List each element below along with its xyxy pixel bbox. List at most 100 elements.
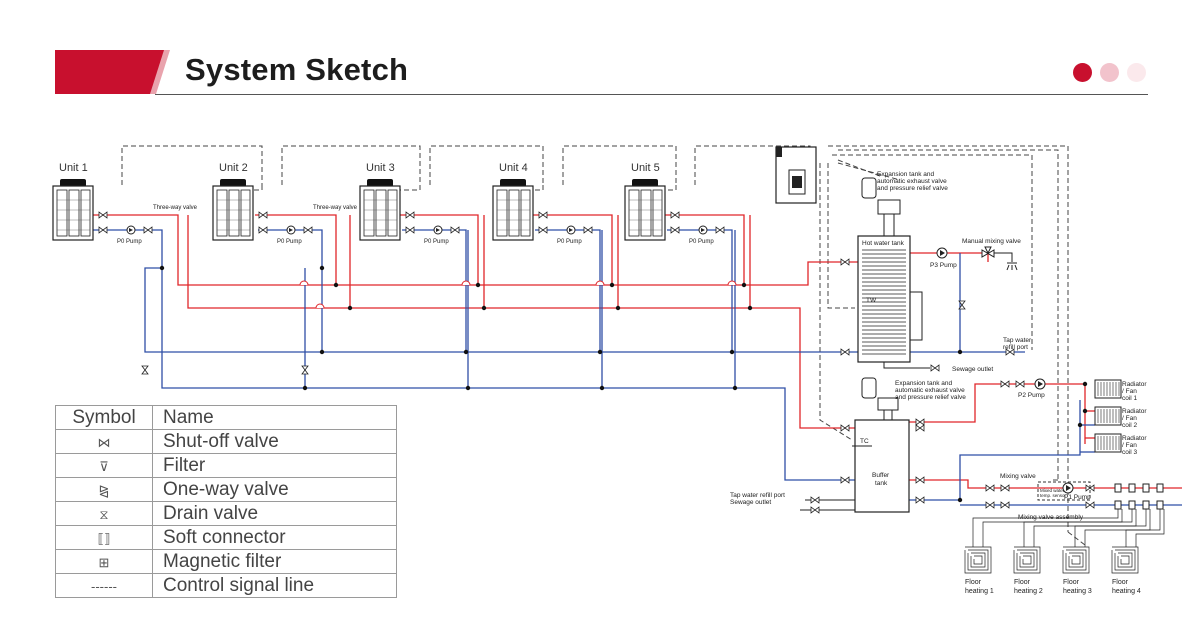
floor-heating-label-1-2: heating 1 <box>965 588 994 595</box>
shower-line <box>994 252 1013 262</box>
manifold-port-top <box>1142 483 1150 493</box>
hot-branch-unit3 <box>400 214 479 285</box>
buffer-refill-label-1: Tap water refill port <box>730 492 785 499</box>
p0-pump-icon <box>126 225 136 235</box>
floor-heating-label-2-1: Floor <box>1014 579 1031 586</box>
shut-off-valve-icon <box>143 226 153 234</box>
unit-label-1: Unit 1 <box>59 162 88 174</box>
p2-pump-label: P2 Pump <box>1018 392 1045 399</box>
legend-row: ⧖Drain valve <box>55 501 397 526</box>
legend-name-cell: Soft connector <box>152 525 397 550</box>
header-banner <box>55 50 165 94</box>
shut-off-valve-icon <box>1015 380 1025 388</box>
sewage-outlet-label: Sewage outlet <box>952 366 993 373</box>
shut-off-valve-icon <box>915 496 925 504</box>
legend-symbol-cell: ------ <box>55 573 153 598</box>
legend-symbol-cell: ⧖ <box>55 501 153 526</box>
legend-header-name: Name <box>152 405 397 430</box>
shut-off-valve-icon <box>670 211 680 219</box>
legend-row: ⊽Filter <box>55 453 397 478</box>
unit-label-3: Unit 3 <box>366 162 395 174</box>
hot-branch-unit5 <box>664 214 745 285</box>
manual-mixing-valve-icon <box>981 246 995 258</box>
tw-sensor-label: TW <box>866 297 877 304</box>
expansion-mid-label-3: and pressure relief valve <box>895 394 966 401</box>
floor-heating-label-1-1: Floor <box>965 579 982 586</box>
expansion-top-label-1: Expansion tank and <box>877 171 934 178</box>
hot-p3-loop <box>908 252 989 262</box>
p0-pump-icon <box>286 225 296 235</box>
manual-mixing-valve-label: Manual mixing valve <box>962 238 1021 245</box>
signal-line-tc <box>819 163 853 441</box>
shut-off-valve-icon <box>1000 380 1010 388</box>
legend-name-cell: Control signal line <box>152 573 397 598</box>
shut-off-valve-icon <box>810 506 820 514</box>
shut-off-valve-icon <box>985 501 995 509</box>
p0-pump-icon <box>433 225 443 235</box>
legend-name-cell: Drain valve <box>152 501 397 526</box>
pager-dot-3 <box>1127 63 1146 82</box>
expansion-top-label-2: automatic exhaust valve <box>877 178 947 185</box>
legend-row: ⧎One-way valve <box>55 477 397 502</box>
legend-row: ⋈Shut-off valve <box>55 429 397 454</box>
page-title: System Sketch <box>185 52 409 87</box>
hot-p2-supply <box>908 383 1085 423</box>
manifold-port-top <box>1128 483 1136 493</box>
shut-off-valve-icon <box>1085 501 1095 509</box>
shut-off-valve-icon <box>715 226 725 234</box>
legend-header-row: Symbol Name <box>55 405 397 430</box>
hot-main-lower <box>187 215 855 429</box>
signal-line-unit3 <box>429 145 544 185</box>
radiator-label-1-3: coil 1 <box>1122 395 1138 402</box>
shut-off-valve-icon <box>583 226 593 234</box>
shut-off-valve-icon <box>840 258 850 266</box>
floor-heating-label-4-1: Floor <box>1112 579 1129 586</box>
legend-name-cell: Magnetic filter <box>152 549 397 574</box>
signal-line-fh <box>1067 531 1086 546</box>
shut-off-valve-icon <box>1005 348 1015 356</box>
legend-symbol-cell: ⋈ <box>55 429 153 454</box>
buffer-refill-label-2: Sewage outlet <box>730 499 771 506</box>
floor-heating-label-3-2: heating 3 <box>1063 588 1092 595</box>
mixed-sensor-label-1: Mixed water <box>1040 488 1065 493</box>
signal-line-outer <box>828 145 1069 532</box>
radiator-label-2-1: Radiator <box>1122 408 1147 415</box>
shut-off-valve-icon <box>98 226 108 234</box>
unit-label-2: Unit 2 <box>219 162 248 174</box>
manifold-port-bottom <box>1128 500 1136 510</box>
tc-sensor-label: TC <box>860 438 869 445</box>
unit-label-5: Unit 5 <box>631 162 660 174</box>
hot-branch-unit4 <box>532 214 613 285</box>
shut-off-valve-icon <box>303 226 313 234</box>
signal-line-unit1 <box>121 145 263 185</box>
legend-row: ⊞Magnetic filter <box>55 549 397 574</box>
shut-off-valve-icon <box>450 226 460 234</box>
signal-stub-3 <box>532 185 544 191</box>
soft-connector-icon: ⟦⟧ <box>97 530 111 546</box>
floor-heating-label-2-2: heating 2 <box>1014 588 1043 595</box>
three-way-valve-label-1: Three-way valve <box>153 205 198 211</box>
control-panel-icon <box>775 146 817 204</box>
floor-heating-label-4-2: heating 4 <box>1112 588 1141 595</box>
pager-dot-2 <box>1100 63 1119 82</box>
buffer-tank <box>852 377 910 513</box>
radiator-label-2-2: / Fan <box>1122 415 1137 422</box>
expansion-mid-label-1: Expansion tank and <box>895 380 952 387</box>
filter-icon: ⊽ <box>99 458 109 474</box>
manifold-port-top <box>1114 483 1122 493</box>
hot-branch-unit2 <box>255 214 337 285</box>
cold-branch-unit2 <box>258 229 323 352</box>
radiator-label-3-3: coil 3 <box>1122 449 1138 456</box>
legend-symbol-cell: ⟦⟧ <box>55 525 153 550</box>
shut-off-valve-icon <box>915 418 925 426</box>
signal-stub-4 <box>664 185 677 191</box>
tap-water-label-1: Tap water <box>1003 337 1032 344</box>
cold-branch-unit3 <box>402 229 467 352</box>
manifold-port-bottom <box>1114 500 1122 510</box>
shut-off-valve-icon <box>915 424 925 432</box>
